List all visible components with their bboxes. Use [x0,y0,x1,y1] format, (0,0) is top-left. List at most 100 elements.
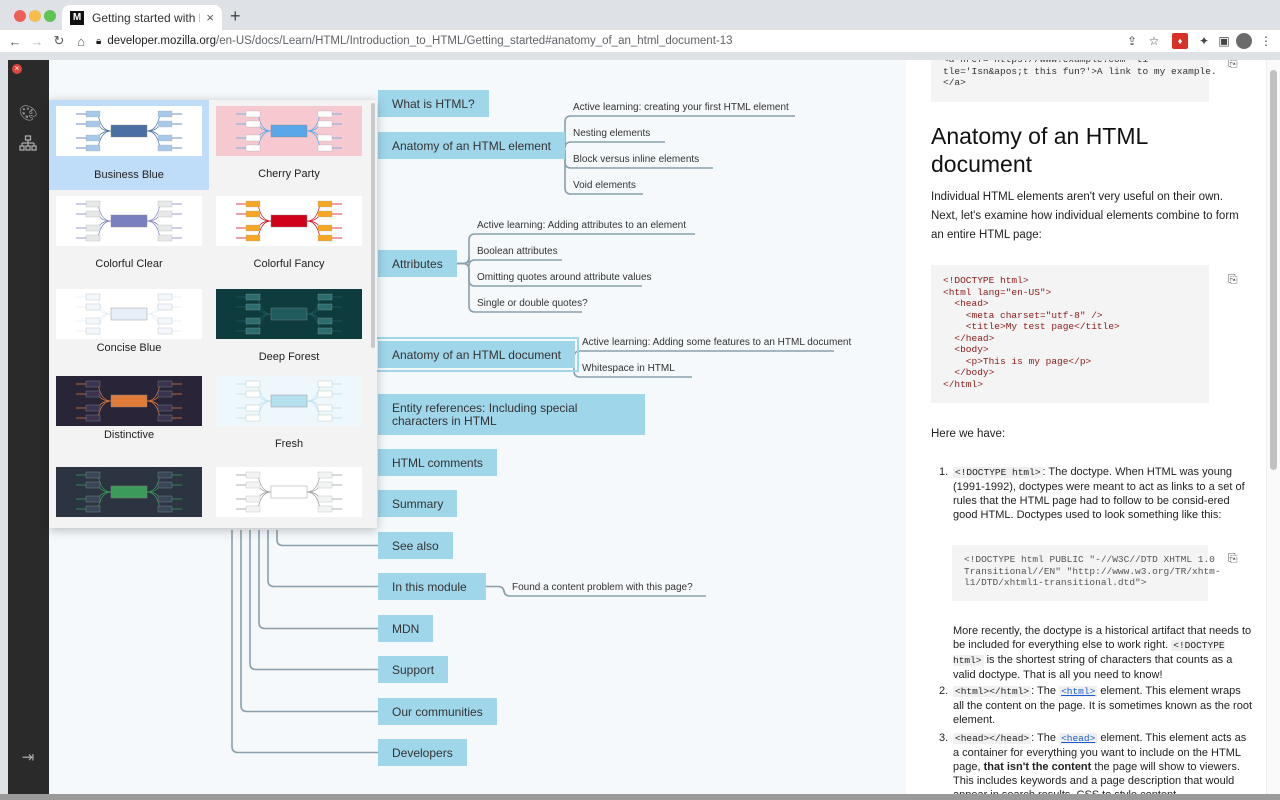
back-icon[interactable]: ← [8,33,22,49]
topic-our-communities[interactable]: Our communities [378,698,497,725]
subtopic-item[interactable]: Block versus inline elements [573,154,700,165]
list-item-head: 3.<head></head>: The <head> element. Thi… [939,731,1253,794]
html-element-link[interactable]: <html> [1059,686,1098,697]
theme-thumbnail [56,376,202,426]
topic-attributes[interactable]: Attributes [378,250,457,277]
minimize-window-button[interactable] [29,10,41,22]
topic-anatomy-of-an-html-element[interactable]: Anatomy of an HTML element [378,132,565,159]
head-element-link[interactable]: <head> [1059,733,1098,744]
bottom-edge [0,794,1280,800]
theme-option[interactable] [209,461,369,528]
code-block-link-example: <a href='https://www.example.com' ti- tl… [931,60,1217,102]
reload-icon[interactable]: ↻ [53,33,65,48]
theme-label: Cherry Party [258,168,320,180]
subtopic-item[interactable]: Found a content problem with this page? [512,582,693,593]
copy-icon[interactable]: ⎘ [1228,272,1238,286]
here-we-have-text: Here we have: [931,428,1006,440]
theme-panel-scrollbar[interactable] [371,103,375,348]
subtopic-item[interactable]: Void elements [573,180,636,191]
side-panel-icon[interactable]: ▣ [1218,34,1230,48]
copy-icon[interactable]: ⎘ [1228,60,1238,70]
close-tab-icon[interactable]: × [206,10,214,25]
topic-in-this-module[interactable]: In this module [378,573,486,600]
new-tab-button[interactable]: + [230,6,241,26]
subtopic-item[interactable]: Active learning: Adding some features to… [582,337,852,348]
browser-tab-bar: M Getting started with HTML - Le × + [0,0,1280,30]
list-item-text: : The [1031,685,1060,697]
list-item-text: : The doctype. When HTML was young (1991… [953,466,1245,521]
subtopic-item[interactable]: Active learning: Adding attributes to an… [477,220,687,231]
profile-avatar[interactable] [1236,33,1252,49]
doc-scrollbar-thumb[interactable] [1270,70,1277,470]
close-window-button[interactable] [14,10,26,22]
url-path: /en-US/docs/Learn/HTML/Introduction_to_H… [216,35,733,47]
subtopic-item[interactable]: Omitting quotes around attribute values [477,272,652,283]
inline-code: <!DOCTYPE html> [953,467,1043,478]
theme-option[interactable]: Business Blue [49,100,209,190]
bold-text: that isn't the content [983,761,1092,773]
mdn-doc-pane: <a href='https://www.example.com' ti- tl… [906,60,1266,794]
browser-menu-icon[interactable]: ⋮ [1260,34,1272,48]
topic-html-comments[interactable]: HTML comments [378,449,497,476]
theme-label: Deep Forest [258,351,320,363]
address-bar[interactable]: 🔒︎ developer.mozilla.org/en-US/docs/Lear… [96,33,1156,49]
theme-label: Distinctive [103,429,155,441]
theme-label: Business Blue [94,169,164,181]
topic-what-is-html[interactable]: What is HTML? [378,90,489,117]
subtopic-item[interactable]: Active learning: creating your first HTM… [573,102,789,113]
topic-support[interactable]: Support [378,656,449,683]
theme-option[interactable]: Deep Forest [209,283,369,373]
maximize-window-button[interactable] [44,10,56,22]
topic-developers[interactable]: Developers [378,739,467,766]
code-block-html-document: <!DOCTYPE html> <html lang="en-US"> <hea… [931,265,1209,403]
list-item-text: the page will show to viewers. This incl… [953,761,1240,794]
copy-icon[interactable]: ⎘ [1228,551,1238,565]
url-host: developer.mozilla.org [107,35,216,47]
theme-thumbnail [56,196,202,246]
theme-label: Colorful Fancy [253,258,325,270]
inline-code: <html></html> [953,686,1032,697]
structure-tree-icon[interactable] [18,135,38,155]
theme-option[interactable]: Cherry Party [209,100,369,190]
lock-icon: 🔒︎ [96,35,102,47]
list-item-text: : The [1031,732,1060,744]
subtopic-item[interactable]: Boolean attributes [477,246,558,257]
inline-code: <head></head> [953,733,1032,744]
theme-thumbnail [216,106,362,156]
topic-anatomy-of-an-html-document[interactable]: Anatomy of an HTML document [374,337,579,372]
theme-option[interactable] [49,461,209,528]
theme-option[interactable]: Fresh [209,370,369,460]
extension-red-icon[interactable]: ♦ [1172,33,1188,49]
extensions-puzzle-icon[interactable]: ✦ [1198,34,1210,48]
subtopic-item[interactable]: Whitespace in HTML [582,363,675,374]
subtopic-item[interactable]: Nesting elements [573,128,651,139]
export-icon[interactable]: ⇥ [21,749,35,766]
doc-scrollbar[interactable] [1266,60,1280,794]
palette-icon[interactable]: 🎨︎ [18,105,38,122]
topic-see-also[interactable]: See also [378,532,453,559]
theme-thumbnail [56,289,202,339]
theme-thumbnail [56,106,202,156]
bookmark-star-icon[interactable]: ☆ [1148,34,1160,48]
browser-toolbar: ← → ↻ ⌂ [0,30,1280,52]
subtopic-item[interactable]: Single or double quotes? [477,298,588,309]
home-icon[interactable]: ⌂ [77,33,85,49]
topic-entity-references-including-special-characters-in-html[interactable]: Entity references: Including special cha… [378,394,645,435]
theme-thumbnail [216,196,362,246]
list-item-text: element. This element acts as a containe… [953,732,1247,773]
share-icon[interactable]: ⇪ [1126,34,1138,48]
forward-icon[interactable]: → [30,33,44,49]
theme-option[interactable]: Concise Blue [49,283,209,373]
theme-option[interactable]: Distinctive [49,370,209,460]
theme-option[interactable]: Colorful Clear [49,190,209,280]
topic-mdn[interactable]: MDN [378,615,434,642]
close-app-icon[interactable]: × [12,64,22,74]
list-item-text: is the shortest string of characters tha… [953,654,1233,681]
theme-thumbnail [216,467,362,517]
topic-summary[interactable]: Summary [378,490,458,517]
theme-option[interactable]: Colorful Fancy [209,190,369,280]
section-heading: Anatomy of an HTML document [931,123,1148,177]
browser-tab[interactable]: M Getting started with HTML - Le × [62,5,222,30]
